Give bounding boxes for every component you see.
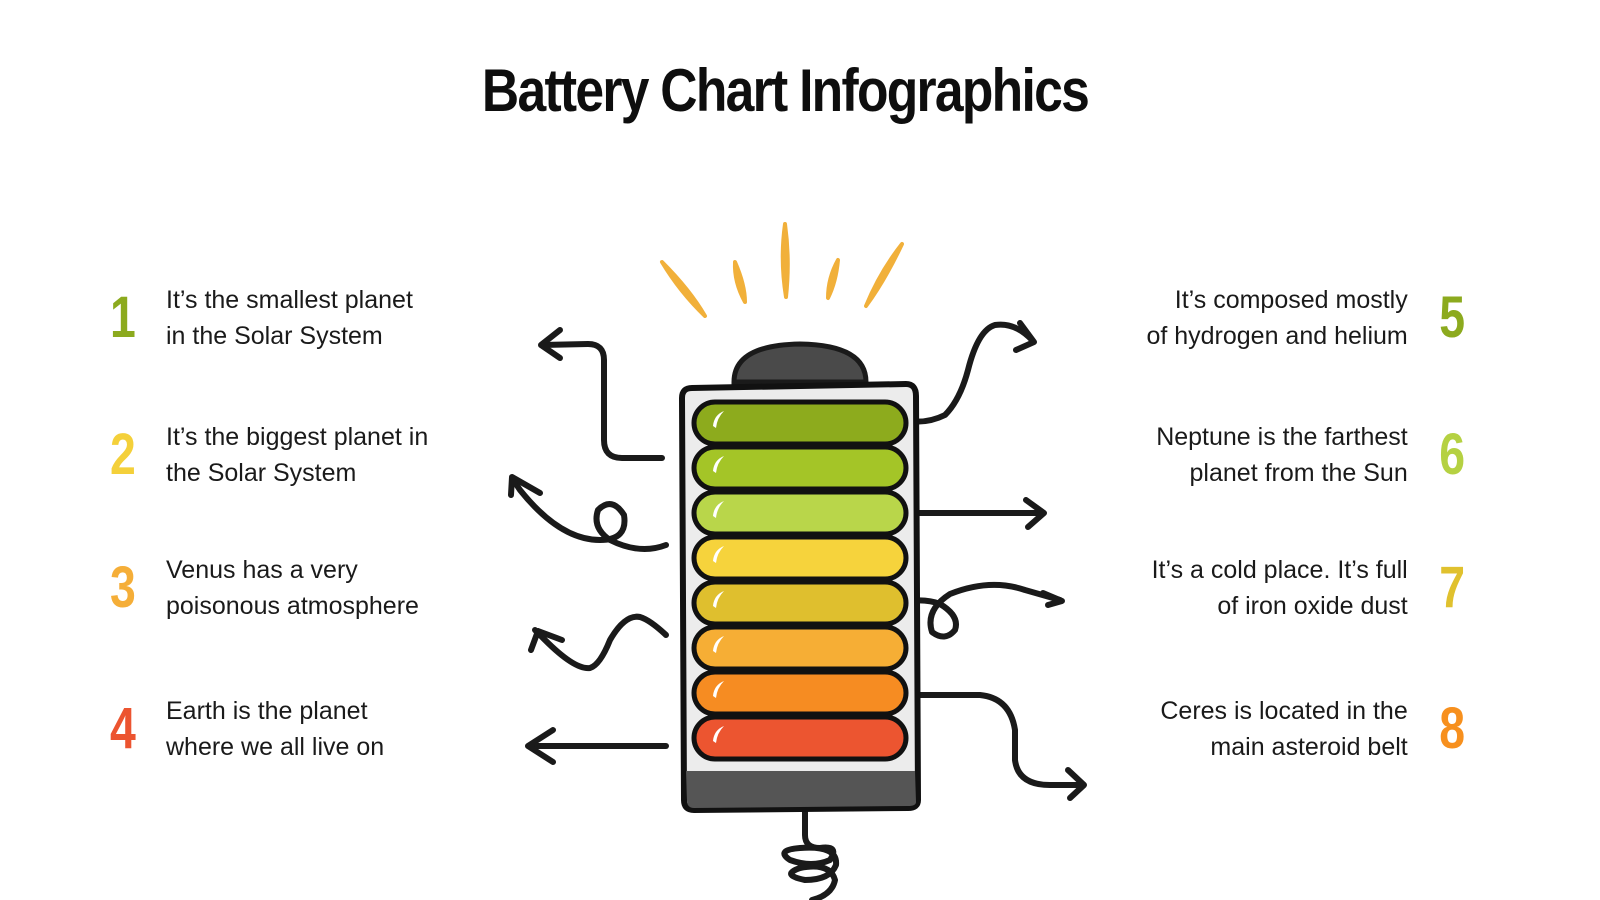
battery-base [686, 771, 916, 808]
segment-highlights [713, 411, 724, 743]
item-text: Ceres is located in the main asteroid be… [1160, 697, 1408, 761]
sparkle-rays-icon [660, 222, 904, 318]
item-number: 5 [1438, 285, 1465, 350]
info-item-2: 2 It’s the biggest planet in the Solar S… [104, 419, 428, 491]
item-number: 4 [110, 696, 136, 761]
segment-8 [691, 714, 909, 762]
item-text: Venus has a very poisonous atmosphere [166, 556, 419, 620]
segment-3 [691, 489, 909, 537]
item-text: It’s a cold place. It’s full of iron oxi… [1151, 556, 1408, 620]
item-number: 2 [110, 422, 136, 487]
segment-5 [691, 579, 909, 627]
info-item-4: 4 Earth is the planet where we all live … [104, 693, 384, 765]
item-number: 3 [110, 555, 136, 620]
info-item-1: 1 It’s the smallest planet in the Solar … [104, 282, 413, 354]
info-item-7: It’s a cold place. It’s full of iron oxi… [1152, 552, 1468, 624]
item-number: 8 [1438, 696, 1465, 761]
connector-arrows [508, 320, 1087, 900]
item-text: Neptune is the farthest planet from the … [1156, 423, 1408, 487]
info-item-5: It’s composed mostly of hydrogen and hel… [1146, 282, 1468, 354]
item-text: It’s composed mostly of hydrogen and hel… [1146, 286, 1408, 350]
segment-6 [691, 624, 909, 672]
item-number: 6 [1438, 422, 1465, 487]
info-item-8: Ceres is located in the main asteroid be… [1160, 693, 1468, 765]
segment-1 [691, 399, 909, 447]
page-title: Battery Chart Infographics [481, 57, 1090, 124]
item-number: 1 [110, 285, 136, 350]
segment-2 [691, 444, 909, 492]
segment-7 [691, 669, 909, 717]
battery-cap [731, 341, 869, 385]
battery-segments [691, 399, 909, 762]
item-text: Earth is the planet where we all live on [166, 697, 385, 761]
item-text: It’s the smallest planet in the Solar Sy… [166, 286, 413, 350]
info-item-3: 3 Venus has a very poisonous atmosphere [104, 552, 419, 624]
segment-4 [691, 534, 909, 582]
item-number: 7 [1438, 555, 1465, 620]
item-text: It’s the biggest planet in the Solar Sys… [166, 423, 429, 487]
info-item-6: Neptune is the farthest planet from the … [1156, 419, 1468, 491]
